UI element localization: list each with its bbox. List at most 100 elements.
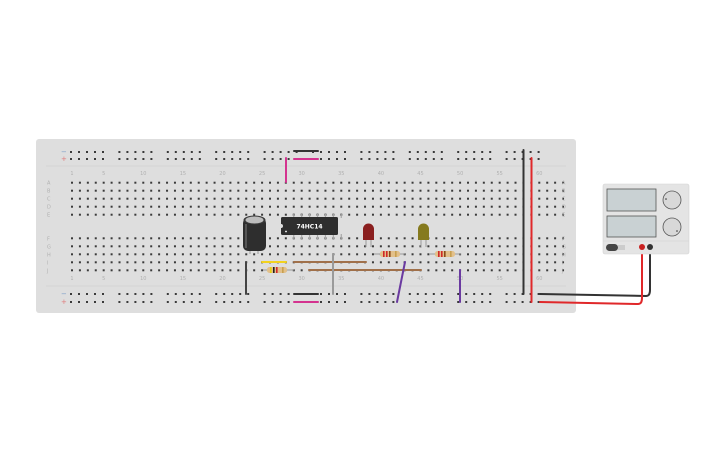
hole[interactable] — [538, 245, 541, 248]
hole[interactable] — [379, 245, 382, 248]
hole[interactable] — [356, 237, 359, 240]
hole[interactable] — [158, 197, 161, 200]
hole[interactable] — [142, 213, 145, 216]
rail-hole[interactable] — [440, 301, 443, 303]
hole[interactable] — [379, 181, 382, 184]
hole[interactable] — [237, 269, 240, 272]
rail-hole[interactable] — [344, 301, 346, 303]
hole[interactable] — [490, 189, 493, 192]
hole[interactable] — [482, 237, 485, 240]
hole[interactable] — [102, 261, 105, 264]
hole[interactable] — [435, 197, 438, 200]
rail-hole[interactable] — [126, 158, 129, 160]
rail-hole[interactable] — [344, 293, 346, 295]
hole[interactable] — [166, 205, 169, 208]
hole[interactable] — [142, 253, 145, 256]
rail-hole[interactable] — [424, 293, 427, 295]
rail-hole[interactable] — [344, 158, 346, 160]
hole[interactable] — [403, 181, 406, 184]
hole[interactable] — [395, 237, 398, 240]
hole[interactable] — [102, 181, 105, 184]
hole[interactable] — [166, 253, 169, 256]
hole[interactable] — [340, 197, 343, 200]
hole[interactable] — [474, 269, 477, 272]
rail-hole[interactable] — [457, 158, 460, 160]
hole[interactable] — [94, 269, 97, 272]
hole[interactable] — [181, 205, 184, 208]
hole[interactable] — [71, 213, 73, 216]
hole[interactable] — [506, 261, 509, 264]
rail-hole[interactable] — [198, 158, 201, 160]
hole[interactable] — [395, 261, 398, 264]
hole[interactable] — [356, 197, 359, 200]
hole[interactable] — [197, 213, 200, 216]
hole[interactable] — [387, 197, 390, 200]
hole[interactable] — [158, 261, 161, 264]
hole[interactable] — [546, 213, 549, 216]
hole[interactable] — [554, 181, 557, 184]
hole[interactable] — [94, 237, 97, 240]
hole[interactable] — [498, 261, 501, 264]
rail-hole[interactable] — [94, 293, 96, 295]
hole[interactable] — [110, 197, 113, 200]
hole[interactable] — [562, 205, 565, 208]
rail-hole[interactable] — [384, 158, 387, 160]
hole[interactable] — [142, 269, 145, 272]
rail-hole[interactable] — [215, 158, 218, 160]
hole[interactable] — [86, 269, 89, 272]
hole[interactable] — [173, 237, 176, 240]
hole[interactable] — [134, 205, 137, 208]
hole[interactable] — [142, 189, 145, 192]
rail-hole[interactable] — [279, 301, 282, 303]
rail-hole[interactable] — [94, 158, 96, 160]
hole[interactable] — [229, 189, 232, 192]
hole[interactable] — [173, 269, 176, 272]
hole[interactable] — [435, 269, 438, 272]
hole[interactable] — [324, 181, 327, 184]
hole[interactable] — [371, 213, 374, 216]
hole[interactable] — [71, 269, 73, 272]
hole[interactable] — [443, 181, 446, 184]
rail-hole[interactable] — [424, 301, 427, 303]
rail-hole[interactable] — [215, 151, 218, 153]
hole[interactable] — [538, 253, 541, 256]
resistor-red-led[interactable] — [374, 251, 405, 257]
rail-hole[interactable] — [166, 301, 169, 303]
hole[interactable] — [324, 205, 327, 208]
rail-hole[interactable] — [416, 301, 419, 303]
hole[interactable] — [158, 269, 161, 272]
hole[interactable] — [443, 269, 446, 272]
rail-hole[interactable] — [505, 301, 508, 303]
rail-hole[interactable] — [142, 293, 145, 295]
hole[interactable] — [94, 205, 97, 208]
hole[interactable] — [482, 253, 485, 256]
rail-hole[interactable] — [86, 293, 88, 295]
rail-hole[interactable] — [424, 151, 427, 153]
hole[interactable] — [94, 197, 97, 200]
hole[interactable] — [221, 189, 224, 192]
hole[interactable] — [284, 197, 287, 200]
hole[interactable] — [134, 237, 137, 240]
rail-hole[interactable] — [134, 158, 137, 160]
hole[interactable] — [411, 213, 414, 216]
hole[interactable] — [340, 181, 343, 184]
hole[interactable] — [403, 189, 406, 192]
rail-hole[interactable] — [336, 293, 338, 295]
hole[interactable] — [253, 253, 256, 256]
hole[interactable] — [332, 197, 335, 200]
hole[interactable] — [459, 245, 462, 248]
rail-hole[interactable] — [182, 293, 185, 295]
hole[interactable] — [387, 205, 390, 208]
hole[interactable] — [451, 261, 454, 264]
hole[interactable] — [205, 237, 208, 240]
hole[interactable] — [316, 197, 319, 200]
rail-hole[interactable] — [134, 293, 137, 295]
rail-hole[interactable] — [150, 151, 153, 153]
hole[interactable] — [554, 261, 557, 264]
hole[interactable] — [102, 245, 105, 248]
hole[interactable] — [205, 213, 208, 216]
hole[interactable] — [538, 213, 541, 216]
rail-hole[interactable] — [174, 293, 177, 295]
hole[interactable] — [546, 253, 549, 256]
hole[interactable] — [364, 245, 367, 248]
